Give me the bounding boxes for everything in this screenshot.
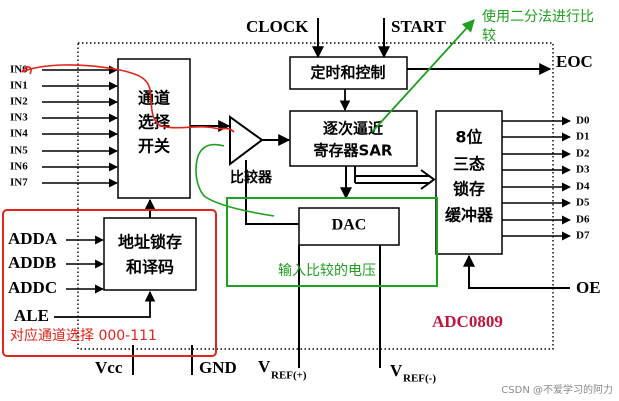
chip-outline [77, 42, 554, 350]
output-label: D2 [576, 148, 590, 160]
output-label: D7 [576, 230, 590, 242]
compare-voltage-annotation-box [226, 197, 438, 287]
eoc-label: EOC [556, 52, 593, 71]
mux-label: 通道 [138, 89, 170, 108]
input-label: IN7 [10, 177, 28, 189]
binary-search-annotation: 较 [482, 28, 496, 44]
input-label: IN3 [10, 112, 28, 124]
timing-control-label: 定时和控制 [310, 64, 385, 82]
mux-label: 开关 [138, 137, 170, 156]
latch-label: 地址锁存 [118, 233, 182, 252]
address-label: ADDB [8, 253, 56, 272]
sar-label: 逐次逼近 [323, 120, 383, 138]
address-label: ADDA [8, 229, 58, 248]
input-label: IN5 [10, 145, 28, 157]
green-pointer-arrow [371, 19, 475, 133]
input-label: IN6 [10, 161, 28, 173]
output-label: D5 [576, 197, 590, 209]
chip-name: ADC0809 [432, 312, 503, 331]
ale-label: ALE [14, 306, 49, 325]
clock-label: CLOCK [246, 17, 309, 36]
buffer-label: 缓冲器 [444, 206, 494, 225]
dac-label: DAC [332, 217, 367, 234]
output-label: D6 [576, 214, 590, 226]
vcc-label: Vcc [95, 358, 123, 377]
channel-select-annotation-box [2, 209, 217, 357]
input-label: IN2 [10, 96, 28, 108]
digital-outputs: D0 D1 D2 D3 D4 D5 D6 D7 [502, 115, 590, 242]
mux-block [117, 58, 191, 199]
green-feedback-annotation [195, 143, 275, 217]
address-label: ADDC [8, 278, 57, 297]
channel-select-annotation: 对应通道选择 000-111 [10, 327, 157, 344]
address-latch-block [103, 217, 197, 291]
dac-feedback-wire [245, 160, 299, 225]
vref-plus-subscript: REF(+) [271, 370, 307, 382]
input-label: IN0 [10, 64, 28, 76]
vref-minus-subscript: REF(-) [403, 373, 436, 385]
latch-label: 和译码 [126, 258, 174, 277]
vref-plus-label: V [258, 357, 271, 376]
mux-label: 选择 [138, 113, 171, 132]
input-label: IN4 [10, 128, 28, 140]
analog-inputs: IN0 IN1 IN2 IN3 IN4 IN5 IN6 IN7 [10, 64, 118, 189]
csdn-watermark: CSDN @不爱学习的阿力 [501, 383, 613, 396]
dac-block [298, 207, 400, 246]
binary-search-annotation: 使用二分法进行比 [482, 8, 594, 25]
comparator-symbol [229, 115, 264, 166]
comparator-label: 比较器 [230, 169, 273, 186]
sar-label: 寄存器SAR [314, 142, 393, 160]
red-input-path-annotation [21, 64, 235, 133]
sar-block [289, 110, 418, 167]
input-label: IN1 [10, 80, 28, 92]
output-label: D0 [576, 115, 590, 127]
output-label: D1 [576, 131, 589, 143]
buffer-label: 锁存 [453, 180, 485, 199]
timing-control-block [289, 56, 408, 90]
compare-voltage-annotation: 输入比较的电压 [278, 263, 376, 279]
output-buffer-block [435, 110, 503, 255]
ale-wire [54, 290, 156, 318]
buffer-label: 三态 [453, 155, 485, 174]
output-label: D4 [576, 181, 590, 193]
gnd-label: GND [199, 358, 237, 377]
vref-minus-label: V [390, 361, 403, 380]
oe-label: OE [576, 278, 601, 297]
oe-wire [463, 254, 570, 289]
start-label: START [391, 17, 446, 36]
output-label: D3 [576, 164, 590, 176]
buffer-label: 8位 [455, 128, 482, 147]
